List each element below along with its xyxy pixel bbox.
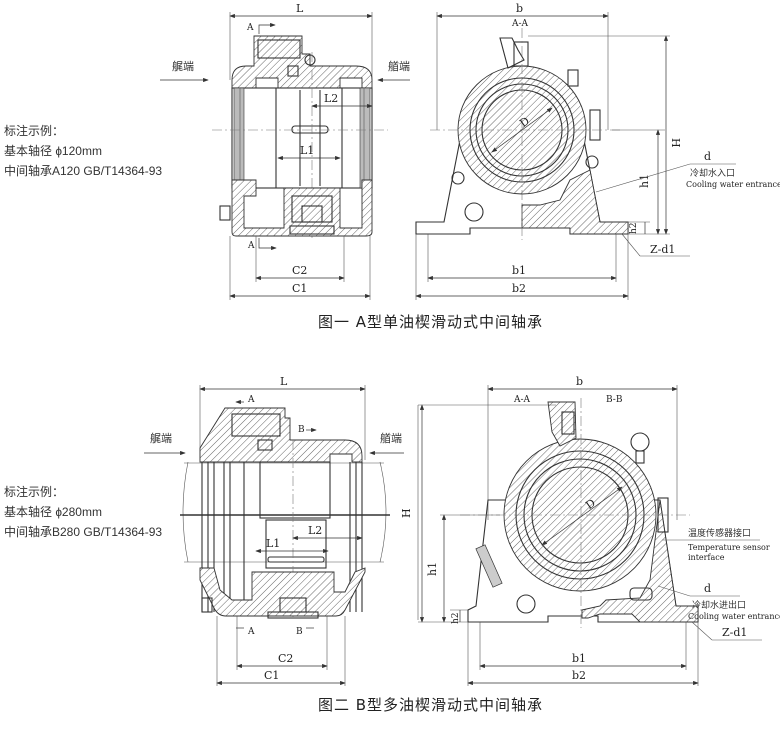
cooling-water-inlet-cn: 冷却水入口: [690, 167, 735, 179]
dim-Z-d1-label: Z-d1: [722, 626, 747, 639]
fig2-end-view: b A-A B-B D H h1 h2: [400, 375, 780, 686]
section-title-A-A: A-A: [511, 19, 529, 29]
dim-b1-label: b1: [572, 652, 586, 665]
dim-C2-label: C2: [278, 652, 293, 665]
dim-b2-label: b2: [512, 282, 526, 295]
temp-sensor-en-line1: Temperature sensor: [688, 543, 770, 552]
note-designation: 中间轴承A120 GB/T14364-93: [4, 164, 163, 178]
section-marker-b-top: B: [298, 425, 305, 435]
dim-Z-d1-label: Z-d1: [650, 243, 675, 256]
section-title-A-A: A-A: [513, 395, 531, 405]
dim-L1-label: L1: [266, 537, 280, 550]
section-marker-a-top: A: [247, 395, 255, 405]
dim-b-label: b: [576, 375, 583, 388]
section-title-B-B: B-B: [606, 395, 623, 405]
bow-label: 艏端: [380, 431, 402, 445]
dim-H-label: H: [400, 508, 413, 518]
stern-label: 艉端: [172, 59, 194, 73]
figure1-caption: 图一 A型单油楔滑动式中间轴承: [318, 313, 544, 331]
dim-d-label: d: [704, 582, 711, 595]
dim-d-label: d: [704, 150, 711, 163]
cooling-water-port-en: Cooling water entrance: [688, 612, 780, 621]
figure2-annotation-notes: 标注示例： 基本轴径 ɸ280mm 中间轴承B280 GB/T14364-93: [4, 482, 162, 542]
figure2-caption: 图二 B型多油楔滑动式中间轴承: [318, 696, 544, 714]
dim-b1-label: b1: [512, 264, 526, 277]
dim-L1-label: L1: [300, 144, 314, 157]
dim-h2-label: h2: [629, 222, 639, 234]
section-marker-a-bottom: A: [247, 627, 255, 637]
dim-C1-label: C1: [292, 282, 307, 295]
dim-h1-label: h1: [426, 562, 439, 576]
note-shaft-diameter: 基本轴径 ɸ280mm: [4, 505, 102, 519]
section-marker-top: A: [246, 23, 254, 33]
figure1-annotation-notes: 标注示例： 基本轴径 ɸ120mm 中间轴承A120 GB/T14364-93: [4, 121, 162, 181]
section-marker-bottom: A: [247, 241, 255, 251]
temp-sensor-cn: 温度传感器接口: [688, 527, 751, 539]
dim-b2-label: b2: [572, 669, 586, 682]
note-title: 标注示例：: [4, 485, 65, 499]
dim-H-label: H: [669, 138, 682, 148]
dim-L2-label: L2: [324, 92, 338, 105]
dim-h2-label: h2: [451, 612, 461, 624]
fig1-side-view: L A L2 L1 艉端: [160, 2, 410, 300]
dim-L-label: L: [296, 2, 304, 15]
note-shaft-diameter: 基本轴径 ɸ120mm: [4, 144, 102, 158]
dim-b-label: b: [516, 2, 523, 15]
temp-sensor-en-line2: interface: [688, 553, 725, 562]
fig2-side-view: L A B L2: [144, 375, 419, 686]
note-designation: 中间轴承B280 GB/T14364-93: [4, 525, 163, 539]
fig1-end-view: b A-A D H h1 h2 d 冷却水入口: [415, 2, 780, 300]
dim-L-label: L: [280, 375, 288, 388]
dim-L2-label: L2: [308, 524, 322, 537]
dim-h1-label: h1: [638, 174, 651, 188]
dim-C2-label: C2: [292, 264, 307, 277]
cooling-water-port-cn: 冷却水进出口: [692, 599, 746, 611]
cooling-water-inlet-en: Cooling water entrance: [686, 180, 780, 189]
bow-label: 艏端: [388, 59, 410, 73]
dim-C1-label: C1: [264, 669, 279, 682]
note-title: 标注示例：: [4, 124, 65, 138]
section-marker-b-bottom: B: [296, 627, 303, 637]
stern-label: 艉端: [150, 431, 172, 445]
